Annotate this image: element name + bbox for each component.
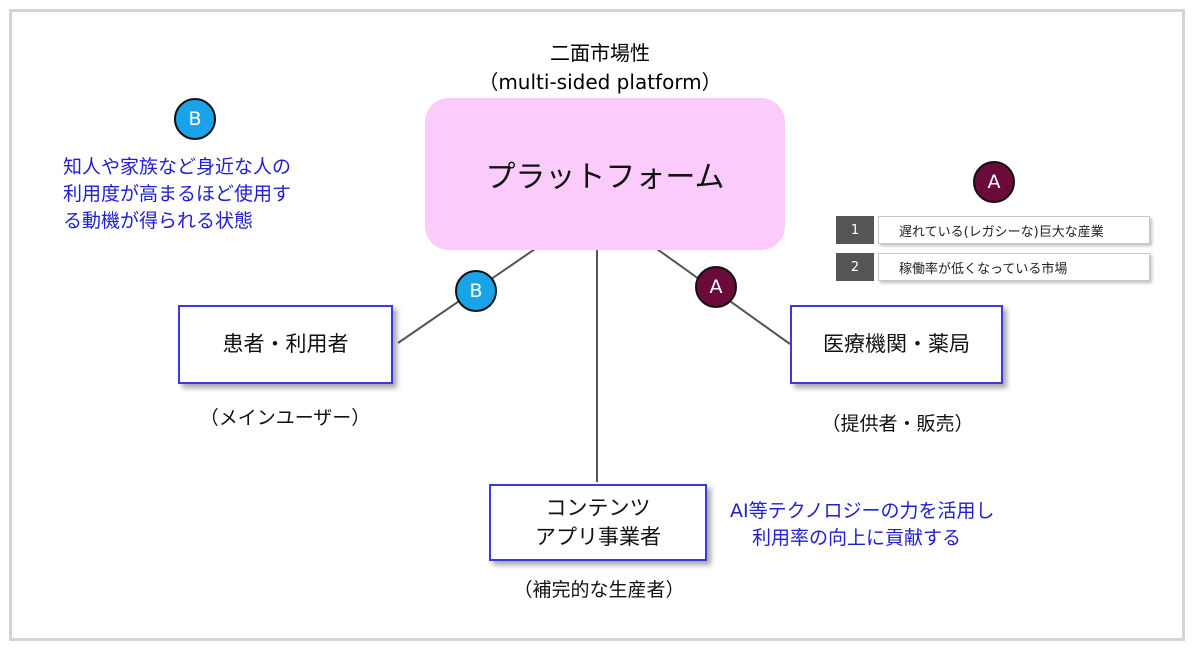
content-caption: （補完的な生産者） [513, 579, 685, 601]
content-node: コンテンツ アプリ事業者 [489, 484, 707, 561]
badge-b-connector: B [455, 270, 497, 312]
note-line-1: 知人や家族など身近な人の [63, 156, 292, 178]
network-effect-note: 知人や家族など身近な人の 利用度が高まるほど使用す る動機が得られる状態 [63, 154, 383, 235]
badge-b-note: B [174, 98, 216, 140]
note-line-3: る動機が得られる状態 [63, 209, 254, 232]
a-list-number: 1 [836, 216, 874, 244]
badge-a-list: A [973, 161, 1015, 203]
patients-caption: （メインユーザー） [199, 407, 371, 429]
technology-note: AI等テクノロジーの力を活用し 利用率の向上に貢献する [730, 498, 1060, 551]
patients-label: 患者・利用者 [222, 332, 349, 357]
platform-label: プラットフォーム [485, 160, 725, 195]
medical-node: 医療機関・薬局 [790, 305, 1003, 384]
medical-label: 医療機関・薬局 [823, 332, 970, 357]
a-list-label: 遅れている(レガシーな)巨大な産業 [878, 216, 1150, 244]
a-list-item: 2 稼働率が低くなっている市場 [836, 253, 1150, 281]
content-label-line-1: コンテンツ [545, 496, 651, 521]
tech-note-line-1: AI等テクノロジーの力を活用し [730, 500, 995, 522]
patients-node: 患者・利用者 [178, 305, 393, 384]
a-list-number: 2 [836, 253, 874, 281]
content-label-line-2: アプリ事業者 [535, 524, 661, 549]
note-line-2: 利用度が高まるほど使用す [63, 182, 292, 205]
tech-note-line-2: 利用率の向上に貢献する [752, 526, 962, 549]
diagram-title: 二面市場性 [550, 41, 650, 65]
a-list-item: 1 遅れている(レガシーな)巨大な産業 [836, 216, 1150, 244]
platform-box: プラットフォーム [425, 98, 785, 250]
a-list-label: 稼働率が低くなっている市場 [878, 253, 1150, 281]
medical-caption: （提供者・販売） [821, 413, 974, 435]
diagram-subtitle: （multi-sided platform） [478, 70, 722, 94]
badge-a-connector: A [695, 266, 737, 308]
